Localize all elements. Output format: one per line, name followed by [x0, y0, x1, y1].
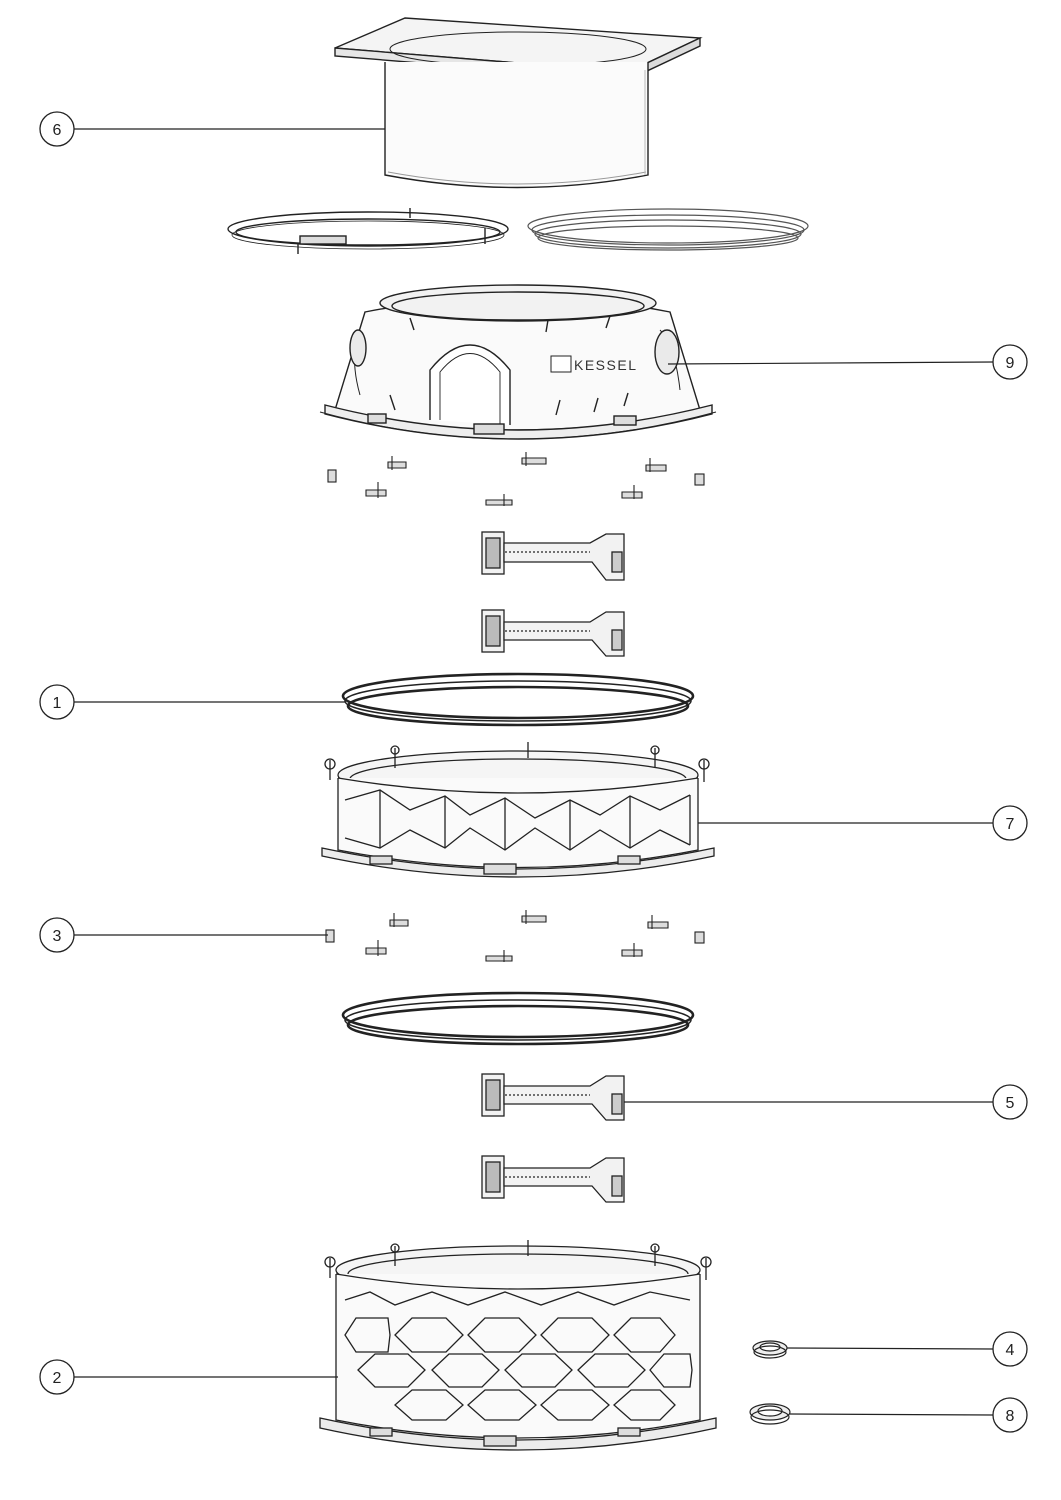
- connector-bar-upper-1: [481, 531, 625, 581]
- svg-text:8: 8: [1006, 1408, 1015, 1425]
- part-6-frame-sleeve: [334, 17, 703, 189]
- fastener-set-upper: [327, 452, 705, 506]
- svg-text:2: 2: [53, 1370, 62, 1387]
- part-5-connector-bar: [481, 1073, 625, 1121]
- svg-text:5: 5: [1006, 1095, 1015, 1112]
- svg-text:7: 7: [1006, 816, 1015, 833]
- connector-bar-lower-2: [481, 1155, 625, 1203]
- kessel-logo-text: KESSEL: [574, 357, 637, 373]
- leader-lines: [74, 128, 994, 1416]
- callout-4: 4: [992, 1331, 1028, 1367]
- fastener-set-lower: [325, 910, 705, 962]
- callout-3: 3: [39, 917, 75, 953]
- callout-7: 7: [992, 805, 1028, 841]
- callout-5: 5: [992, 1084, 1028, 1120]
- part-4-grommet: [752, 1340, 788, 1359]
- svg-text:6: 6: [53, 122, 62, 139]
- svg-text:4: 4: [1006, 1342, 1015, 1359]
- retaining-ring: [227, 208, 509, 254]
- part-2-bottom-ring: [319, 1240, 717, 1451]
- part-8-grommet: [749, 1403, 791, 1425]
- connector-bar-upper-2: [481, 609, 625, 657]
- svg-text:1: 1: [53, 695, 62, 712]
- flat-gasket: [527, 208, 809, 251]
- svg-text:9: 9: [1006, 355, 1015, 372]
- svg-text:3: 3: [53, 928, 62, 945]
- part-1-seal-ring: [341, 672, 695, 727]
- part-9-top-section: KESSEL: [319, 284, 717, 440]
- callout-2: 2: [39, 1359, 75, 1395]
- callout-9: 9: [992, 344, 1028, 380]
- callout-6: 6: [39, 111, 75, 147]
- callout-1: 1: [39, 684, 75, 720]
- callout-8: 8: [992, 1397, 1028, 1433]
- part-7-middle-ring: [321, 742, 715, 878]
- seal-ring-lower: [341, 991, 695, 1046]
